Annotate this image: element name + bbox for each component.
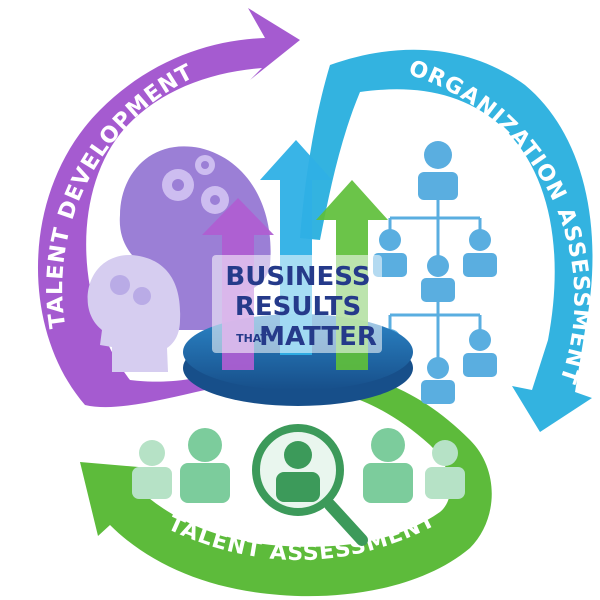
center-title-line2: RESULTS [235,292,361,322]
person-icon [418,141,458,200]
organization-assessment-band [300,49,593,433]
center-title-small: THAT [236,332,268,345]
organization-assessment-label: ORGANIZATION ASSESSMENT [406,56,594,387]
thinking-head-small-icon [87,254,181,372]
center-title-line3: MATTER [259,322,377,352]
person-icon [463,329,497,377]
person-icon [363,428,413,503]
talent-development-band [37,8,300,408]
person-icon [132,440,172,499]
person-icon [180,428,230,503]
center-title: BUSINESS RESULTS THAT MATTER [212,255,382,353]
person-icon [425,440,465,499]
gear-icon [110,275,151,305]
center-title-line1: BUSINESS [225,262,370,292]
magnifier-icon [252,424,368,546]
people-row-icon [132,428,465,503]
person-icon [421,255,455,302]
talent-assessment-band [80,370,492,597]
person-icon [463,229,497,277]
person-icon [421,357,455,404]
person-icon [276,441,320,502]
